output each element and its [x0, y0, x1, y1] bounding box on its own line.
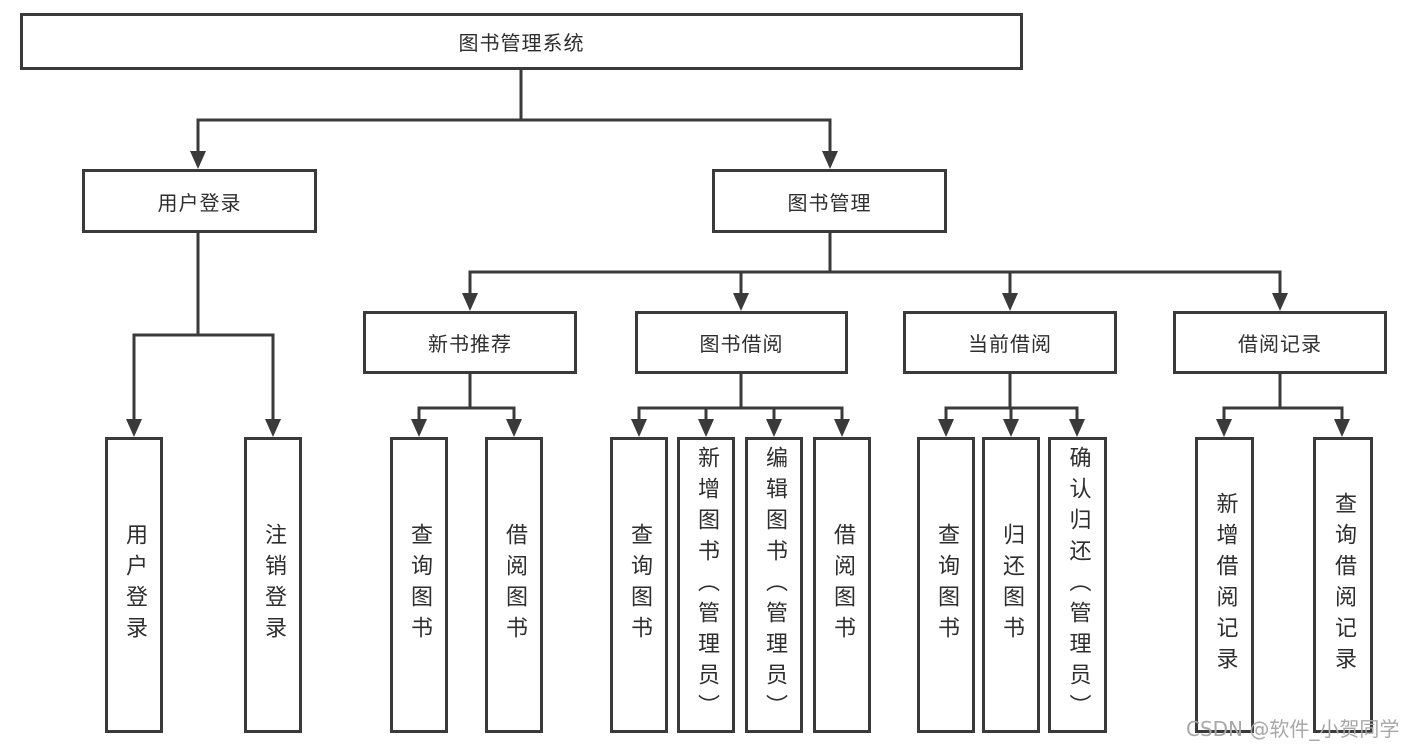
node-current-borrow-label: 当前借阅: [968, 332, 1052, 356]
node-book-management: 图书管理: [712, 169, 947, 233]
leaf-br-query-borrow-record: 查询借阅记录: [1313, 437, 1373, 733]
node-borrow-records-label: 借阅记录: [1238, 332, 1322, 356]
node-book-borrow-label: 图书借阅: [699, 332, 784, 356]
leaf-bb-borrow-books: 借阅图书: [813, 437, 871, 733]
leaf-cb-query-books-label: 查询图书: [934, 523, 959, 647]
leaf-bb-query-books: 查询图书: [610, 437, 668, 733]
leaf-cb-return-books-label: 归还图书: [999, 523, 1024, 647]
node-new-book-recommend: 新书推荐: [363, 311, 577, 374]
node-user-login: 用户登录: [82, 169, 317, 233]
leaf-user-login: 用户登录: [105, 437, 163, 733]
watermark: CSDN @软件_小贺同学: [1186, 717, 1400, 741]
leaf-br-add-borrow-record: 新增借阅记录: [1195, 437, 1254, 733]
leaf-cb-query-books: 查询图书: [917, 437, 975, 733]
leaf-cb-return-books: 归还图书: [982, 437, 1040, 733]
leaf-br-add-borrow-record-label: 新增借阅记录: [1212, 492, 1238, 678]
leaf-cb-confirm-return-admin: 确认归还（管理员）: [1048, 437, 1107, 733]
node-user-login-label: 用户登录: [157, 190, 242, 215]
leaf-bb-edit-books-admin-label: 编辑图书（管理员）: [762, 445, 787, 725]
leaf-logout-login: 注销登录: [244, 437, 302, 733]
node-book-management-label: 图书管理: [787, 190, 872, 215]
connector-path: [132, 68, 1344, 423]
leaf-nb-query-books-label: 查询图书: [407, 523, 432, 647]
leaf-nb-borrow-books: 借阅图书: [485, 437, 543, 733]
leaf-bb-edit-books-admin: 编辑图书（管理员）: [745, 437, 803, 733]
leaf-bb-borrow-books-label: 借阅图书: [830, 523, 855, 647]
leaf-logout-login-label: 注销登录: [261, 523, 286, 647]
node-root-label: 图书管理系统: [458, 31, 585, 55]
leaf-bb-add-books-admin-label: 新增图书（管理员）: [694, 445, 719, 725]
leaf-cb-confirm-return-admin-label: 确认归还（管理员）: [1065, 445, 1091, 725]
leaf-bb-query-books-label: 查询图书: [627, 523, 652, 647]
leaf-nb-query-books: 查询图书: [390, 437, 448, 733]
node-borrow-records: 借阅记录: [1173, 311, 1387, 374]
node-root: 图书管理系统: [20, 13, 1023, 70]
connector-arrowheads: [126, 151, 1350, 437]
node-new-book-recommend-label: 新书推荐: [428, 332, 512, 356]
node-book-borrow: 图书借阅: [635, 311, 848, 374]
leaf-bb-add-books-admin: 新增图书（管理员）: [677, 437, 735, 733]
leaf-br-query-borrow-record-label: 查询借阅记录: [1331, 492, 1356, 678]
leaf-nb-borrow-books-label: 借阅图书: [502, 523, 527, 647]
leaf-user-login-label: 用户登录: [122, 523, 147, 647]
node-current-borrow: 当前借阅: [903, 311, 1117, 374]
